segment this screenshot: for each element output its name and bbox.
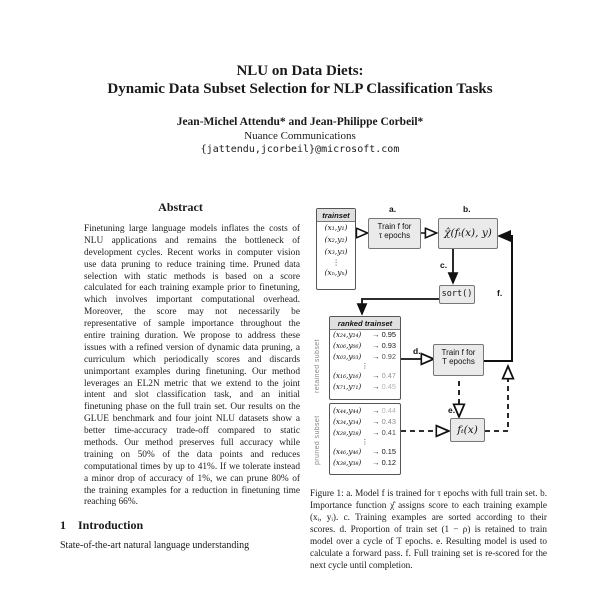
arrow-icon: →	[372, 330, 380, 339]
score-value: 0.93	[381, 341, 396, 350]
train-T-line1: Train f for	[441, 348, 476, 357]
trainset-box: trainset (x₁,y₁) (x₂,y₂) (x₃,y₃) ⋮ (xₙ,y…	[316, 208, 356, 290]
right-column: trainset (x₁,y₁) (x₂,y₂) (x₃,y₃) ⋮ (xₙ,y…	[310, 200, 547, 572]
ranked-item: (x₃₈,y₃₈) → 0.12	[333, 458, 396, 467]
arrow-icon: →	[372, 428, 380, 437]
authors: Jean-Michel Attendu* and Jean-Philippe C…	[176, 115, 424, 128]
paper-header: NLU on Data Diets: Dynamic Data Subset S…	[0, 62, 600, 155]
arrow-icon: →	[372, 406, 380, 415]
train-T-line2: T epochs	[442, 357, 475, 366]
retained-subset-box: ranked trainset (x₂₄,y₂₄) → 0.95 (x₀₆,y₀…	[329, 316, 401, 400]
ranked-item: (x₄₆,y₄₆) → 0.15	[333, 447, 396, 456]
score-value: 0.44	[381, 406, 396, 415]
sort-box: sort()	[439, 285, 475, 304]
step-c-label: c.	[440, 260, 448, 270]
retained-subset-side-label: retained subset	[314, 339, 321, 393]
paper-title: NLU on Data Diets: Dynamic Data Subset S…	[0, 62, 600, 99]
email: {jattendu,jcorbeil}@microsoft.com	[200, 143, 400, 155]
arrow-icon: →	[372, 417, 380, 426]
step-f-label: f.	[497, 288, 503, 298]
arrow-icon: →	[372, 352, 380, 361]
model-forward-pass-box: fₜ(x)	[450, 418, 485, 442]
trainset-item: (x₁,y₁)	[324, 223, 348, 232]
vertical-ellipsis: ⋮	[361, 363, 369, 370]
section-title: Introduction	[78, 518, 144, 533]
ranked-item: (x₂₄,y₂₄) → 0.95	[333, 330, 396, 339]
pruned-subset-side-label: pruned subset	[314, 415, 321, 465]
score-value: 0.92	[381, 352, 396, 361]
figure-1-diagram: trainset (x₁,y₁) (x₂,y₂) (x₃,y₃) ⋮ (xₙ,y…	[310, 200, 547, 487]
paper-title-line2: Dynamic Data Subset Selection for NLP Cl…	[107, 81, 493, 98]
step-a-label: a.	[389, 204, 397, 214]
ranked-trainset-label: ranked trainset	[330, 317, 400, 330]
train-T-box: Train f for T epochs	[433, 344, 484, 376]
trainset-label: trainset	[317, 209, 355, 222]
ranked-item: (x₇₁,y₇₁) → 0.45	[333, 382, 396, 391]
figure-1-caption: Figure 1: a. Model f is trained for τ ep…	[310, 488, 547, 570]
score-value: 0.47	[381, 371, 396, 380]
arrow-icon: →	[372, 447, 380, 456]
ranked-item: (x₂₈,y₂₈) → 0.41	[333, 428, 396, 437]
ranked-item: (x₄₄,y₄₄) → 0.44	[333, 406, 396, 415]
arrow-icon: →	[372, 371, 380, 380]
train-tau-line2: τ epochs	[378, 231, 411, 240]
pruned-subset-box: (x₄₄,y₄₄) → 0.44 (x₃₄,y₃₄) → 0.43 (x₂₈,y…	[329, 403, 401, 475]
ranked-item: (x₀₆,y₀₆) → 0.93	[333, 341, 396, 350]
paper-title-line1: NLU on Data Diets:	[236, 63, 364, 79]
train-tau-line1: Train f for	[377, 222, 412, 231]
trainset-item: (xₙ,yₙ)	[324, 267, 348, 277]
score-value: 0.15	[381, 447, 396, 456]
abstract-body: Finetuning large language models inflate…	[84, 224, 300, 508]
score-value: 0.43	[381, 417, 396, 426]
trainset-item: (x₂,y₂)	[324, 235, 348, 245]
arrow-icon: →	[372, 341, 380, 350]
section-heading-introduction: 1 Introduction	[60, 518, 301, 533]
section-number: 1	[60, 518, 66, 533]
step-e-label: e.	[448, 405, 456, 415]
arrow-icon: →	[372, 458, 380, 467]
affiliation: Nuance Communications	[244, 129, 356, 142]
intro-first-line: State-of-the-art natural language unders…	[60, 540, 250, 552]
abstract-heading: Abstract	[158, 200, 203, 214]
figure-arrows	[310, 200, 547, 487]
step-d-label: d.	[413, 346, 421, 356]
score-value: 0.12	[381, 458, 396, 467]
ranked-item: (x₁₆,y₁₆) → 0.47	[333, 371, 396, 380]
arrow-icon: →	[372, 382, 380, 391]
ranked-item: (x₃₄,y₃₄) → 0.43	[333, 417, 396, 426]
importance-function-box: χ̂(fₜ(x), y)	[438, 218, 498, 249]
vertical-ellipsis: ⋮	[361, 439, 369, 446]
ranked-item: (x₀₃,y₀₃) → 0.92	[333, 352, 396, 361]
score-value: 0.95	[381, 330, 396, 339]
vertical-ellipsis: ⋮	[332, 257, 340, 267]
step-b-label: b.	[463, 204, 471, 214]
score-value: 0.41	[381, 428, 396, 437]
left-column: Abstract Finetuning large language model…	[60, 200, 301, 551]
train-tau-box: Train f for τ epochs	[368, 218, 421, 249]
score-value: 0.45	[381, 382, 396, 391]
trainset-item: (x₃,y₃)	[324, 247, 348, 257]
